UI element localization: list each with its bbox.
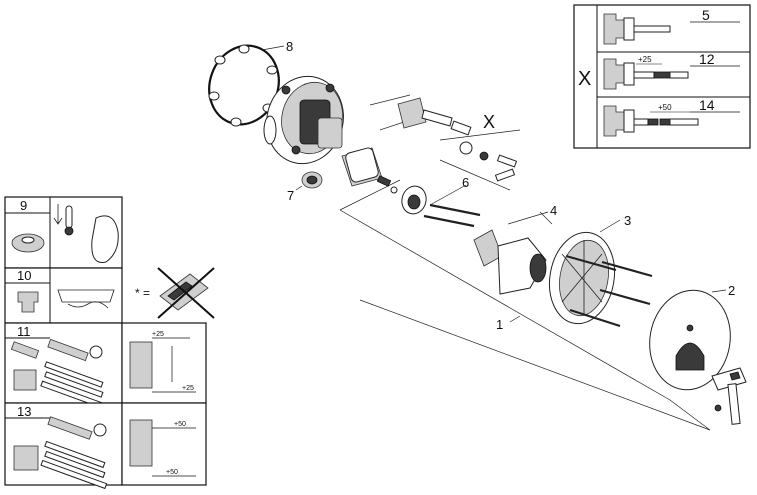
part-7-check-valve: 7 [287, 171, 323, 203]
callout-5: 5 [702, 7, 710, 23]
dim-13-top: +50 [174, 421, 186, 428]
extension-row-12: +25 12 [603, 51, 740, 90]
dim-plus-25: +25 [638, 55, 652, 64]
thermometer-icon [65, 205, 73, 229]
part-valve-body [263, 75, 344, 165]
callout-10: 10 [17, 268, 31, 283]
dim-13-bottom: +50 [166, 469, 178, 476]
part-lever-handle [711, 367, 747, 425]
service-panel: 9 10 * = 11 [4, 196, 215, 490]
callout-4: 4 [550, 203, 557, 218]
dim-11-bottom: +25 [182, 385, 194, 392]
callout-2: 2 [728, 283, 735, 298]
part-4-sleeve: 4 [473, 203, 557, 295]
not-allowed-icon [157, 267, 215, 319]
part-cartridge [341, 147, 398, 194]
explode-marker-x: X [483, 112, 495, 132]
extension-marker: X [578, 68, 591, 90]
check-valve-icon [17, 291, 39, 313]
part-3-mounting-plate: 3 [548, 213, 653, 328]
callout-8: 8 [286, 39, 293, 54]
parts-kit-13 [13, 416, 108, 490]
callout-13: 13 [17, 404, 31, 419]
body-section-13 [129, 419, 153, 467]
dim-11-top: +25 [152, 331, 164, 338]
callout-14: 14 [699, 97, 715, 113]
dim-plus-50: +50 [658, 103, 672, 112]
callout-11: 11 [17, 324, 31, 339]
callout-9: 9 [20, 198, 27, 213]
assembly-envelope [339, 179, 711, 431]
thermometer-arrow-icon [53, 204, 63, 225]
extension-row-14: +50 14 [603, 97, 740, 137]
callout-6: 6 [462, 175, 469, 190]
extension-panel: X 5 +25 12 [573, 4, 751, 149]
bathtub-icon [57, 289, 115, 303]
body-section-11 [129, 341, 153, 389]
part-2-escutcheon: 2 [649, 283, 735, 391]
callout-7: 7 [287, 188, 294, 203]
note-symbol: * = [135, 286, 150, 300]
callout-12: 12 [699, 51, 715, 67]
extension-row-5: 5 [603, 7, 740, 45]
part-x-spindle: X [369, 94, 521, 191]
lever-handle-icon [91, 215, 119, 264]
callout-1: 1 [496, 317, 503, 332]
parts-kit-11 [10, 338, 106, 410]
part-6-adapter: 6 [401, 175, 481, 228]
callout-3: 3 [624, 213, 631, 228]
